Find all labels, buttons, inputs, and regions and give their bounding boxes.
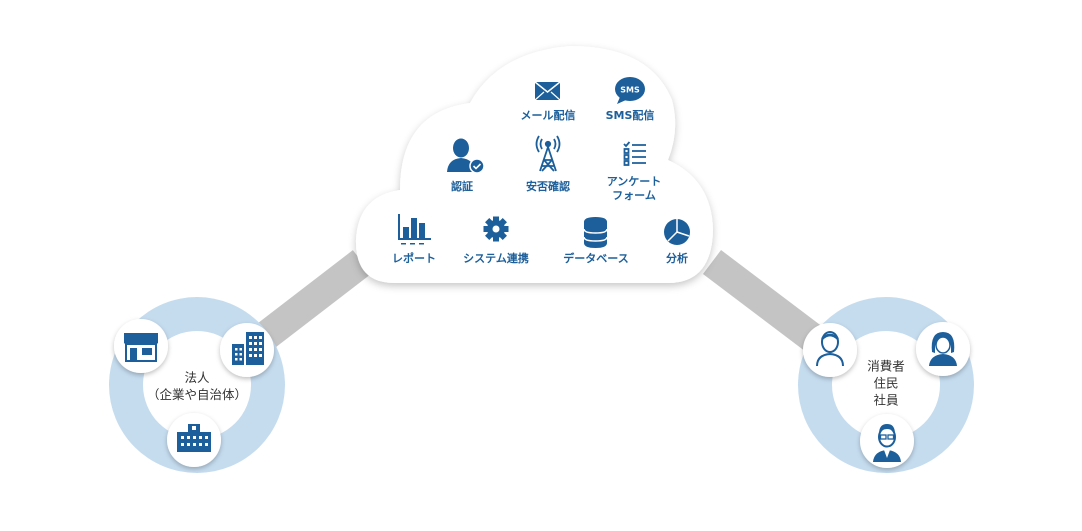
service-label-auth: 認証 <box>451 180 473 193</box>
city-hall-icon <box>177 424 211 452</box>
right-group-label-line2: 住民 <box>873 375 899 391</box>
employee-with-glasses-icon <box>873 424 901 462</box>
checklist-icon <box>623 141 646 166</box>
database-icon <box>583 217 608 248</box>
left-group-label: 法人 （企業や自治体） <box>147 369 247 403</box>
service-label-mail: メール配信 <box>520 109 576 122</box>
male-user-icon <box>816 331 844 367</box>
right-group-label: 消費者 住民 社員 <box>867 358 905 409</box>
antenna-tower-icon <box>535 135 561 172</box>
female-user-icon <box>929 332 957 366</box>
office-buildings-icon <box>232 332 264 365</box>
service-label-report: レポート <box>392 252 436 265</box>
service-label-database: データベース <box>563 252 629 265</box>
left-group-label-line1: 法人 <box>184 370 210 385</box>
right-group-label-line1: 消費者 <box>867 358 905 374</box>
service-label-survey-line1: アンケート <box>606 175 662 188</box>
right-group-center-circle <box>832 331 940 439</box>
service-label-survey: アンケート フォーム <box>607 175 662 203</box>
right-group-label-line3: 社員 <box>873 392 899 408</box>
service-label-safety: 安否確認 <box>526 180 570 193</box>
left-group-label-line2: （企業や自治体） <box>146 387 248 402</box>
envelope-icon <box>534 81 561 101</box>
sms-bubble-icon: SMS <box>615 77 645 104</box>
shop-icon-circle <box>114 319 168 373</box>
service-label-analysis: 分析 <box>666 252 688 265</box>
pie-chart-icon <box>664 219 690 245</box>
sms-badge-text: SMS <box>620 86 640 95</box>
service-cloud <box>355 46 713 283</box>
service-label-sms: SMS配信 <box>605 109 655 122</box>
gear-icon <box>483 216 509 242</box>
shop-icon <box>124 333 158 362</box>
user-check-icon <box>447 138 485 174</box>
service-label-integration: システム連携 <box>463 252 529 265</box>
service-label-survey-line2: フォーム <box>612 189 656 202</box>
bar-chart-icon <box>398 214 431 245</box>
